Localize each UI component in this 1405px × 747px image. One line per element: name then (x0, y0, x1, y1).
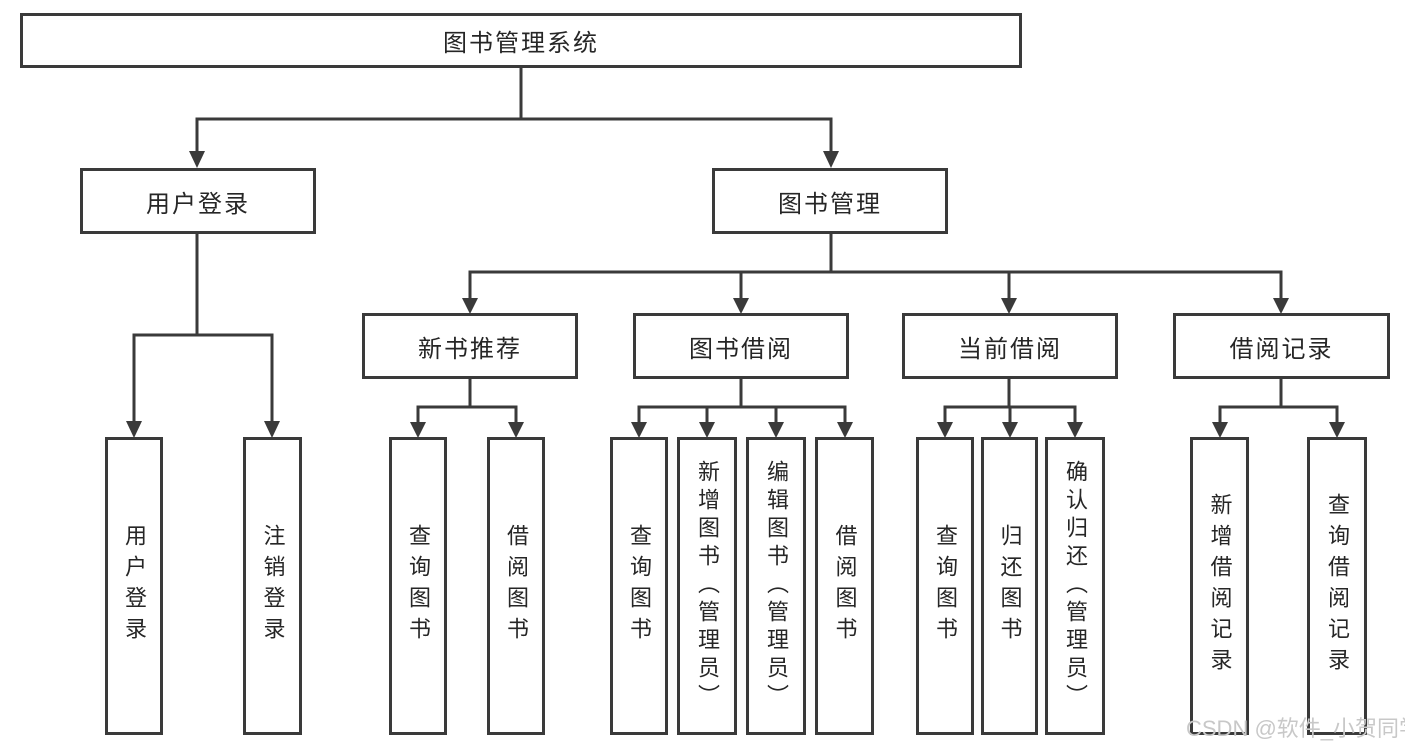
node-borrow-records: 借阅记录 (1173, 313, 1390, 379)
leaf-add-books-admin: 新增图书（管理员） (677, 437, 737, 735)
leaf-borrow-books: 借阅图书 (815, 437, 874, 735)
leaf-add-borrow-record: 新增借阅记录 (1190, 437, 1249, 735)
leaf-confirm-return-admin: 确认归还（管理员） (1045, 437, 1105, 735)
connector-book-borrow-to-leaves (631, 378, 853, 438)
leaf-borrow-books-recommend: 借阅图书 (487, 437, 545, 735)
leaf-return-books: 归还图书 (981, 437, 1038, 735)
leaf-edit-books-admin: 编辑图书（管理员） (746, 437, 806, 735)
node-current-borrow: 当前借阅 (902, 313, 1118, 379)
node-new-book-recommend: 新书推荐 (362, 313, 578, 379)
csdn-watermark: CSDN @软件_小贺同学 (1186, 716, 1405, 741)
leaf-query-books-current: 查询图书 (916, 437, 974, 735)
connector-book-mgmt-to-level3 (462, 233, 1289, 314)
leaf-query-books-recommend: 查询图书 (389, 437, 447, 735)
node-book-management: 图书管理 (712, 168, 948, 234)
leaf-user-login: 用户登录 (105, 437, 163, 735)
connector-current-borrow-to-leaves (937, 378, 1083, 438)
connector-borrow-record-to-leaves (1212, 378, 1345, 438)
leaf-query-books-borrow: 查询图书 (610, 437, 668, 735)
connector-user-login-to-leaves (126, 233, 280, 438)
node-user-login: 用户登录 (80, 168, 316, 234)
connector-new-book-to-leaves (410, 378, 524, 438)
leaf-logout: 注销登录 (243, 437, 302, 735)
node-system-root: 图书管理系统 (20, 13, 1022, 68)
connector-root-to-level2 (189, 68, 839, 168)
node-book-borrow: 图书借阅 (633, 313, 849, 379)
leaf-query-borrow-record: 查询借阅记录 (1307, 437, 1367, 735)
